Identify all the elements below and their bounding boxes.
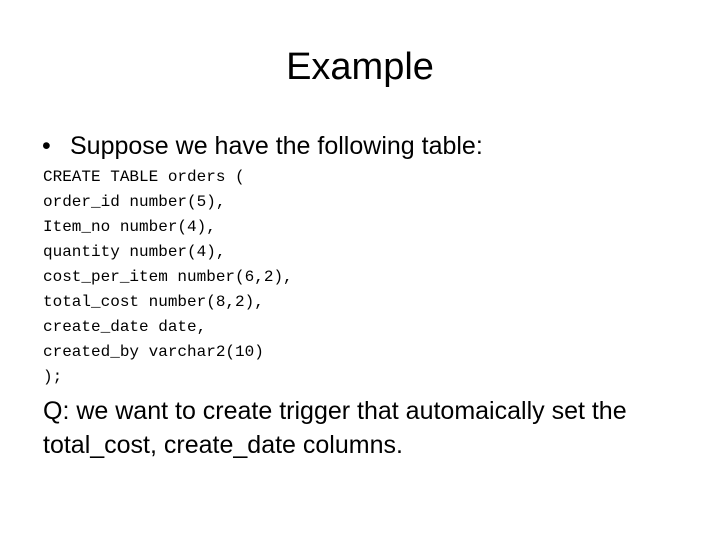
code-line: cost_per_item number(6,2), — [43, 268, 293, 286]
code-line: create_date date, — [43, 318, 207, 336]
code-line: created_by varchar2(10) — [43, 343, 264, 361]
code-line: Item_no number(4), — [43, 218, 216, 236]
code-line: order_id number(5), — [43, 193, 226, 211]
code-line: CREATE TABLE orders ( — [43, 168, 245, 186]
bullet-icon: • — [42, 132, 51, 160]
slide-title: Example — [286, 46, 434, 88]
bullet-item: • Suppose we have the following table: — [42, 128, 483, 164]
code-line: ); — [43, 368, 63, 386]
code-line: quantity number(4), — [43, 243, 226, 261]
code-line: total_cost number(8,2), — [43, 293, 264, 311]
bullet-text: Suppose we have the following table: — [70, 132, 483, 160]
question-text: Q: we want to create trigger that automa… — [43, 397, 627, 459]
sql-code-block: CREATE TABLE orders ( order_id number(5),… — [43, 165, 293, 390]
